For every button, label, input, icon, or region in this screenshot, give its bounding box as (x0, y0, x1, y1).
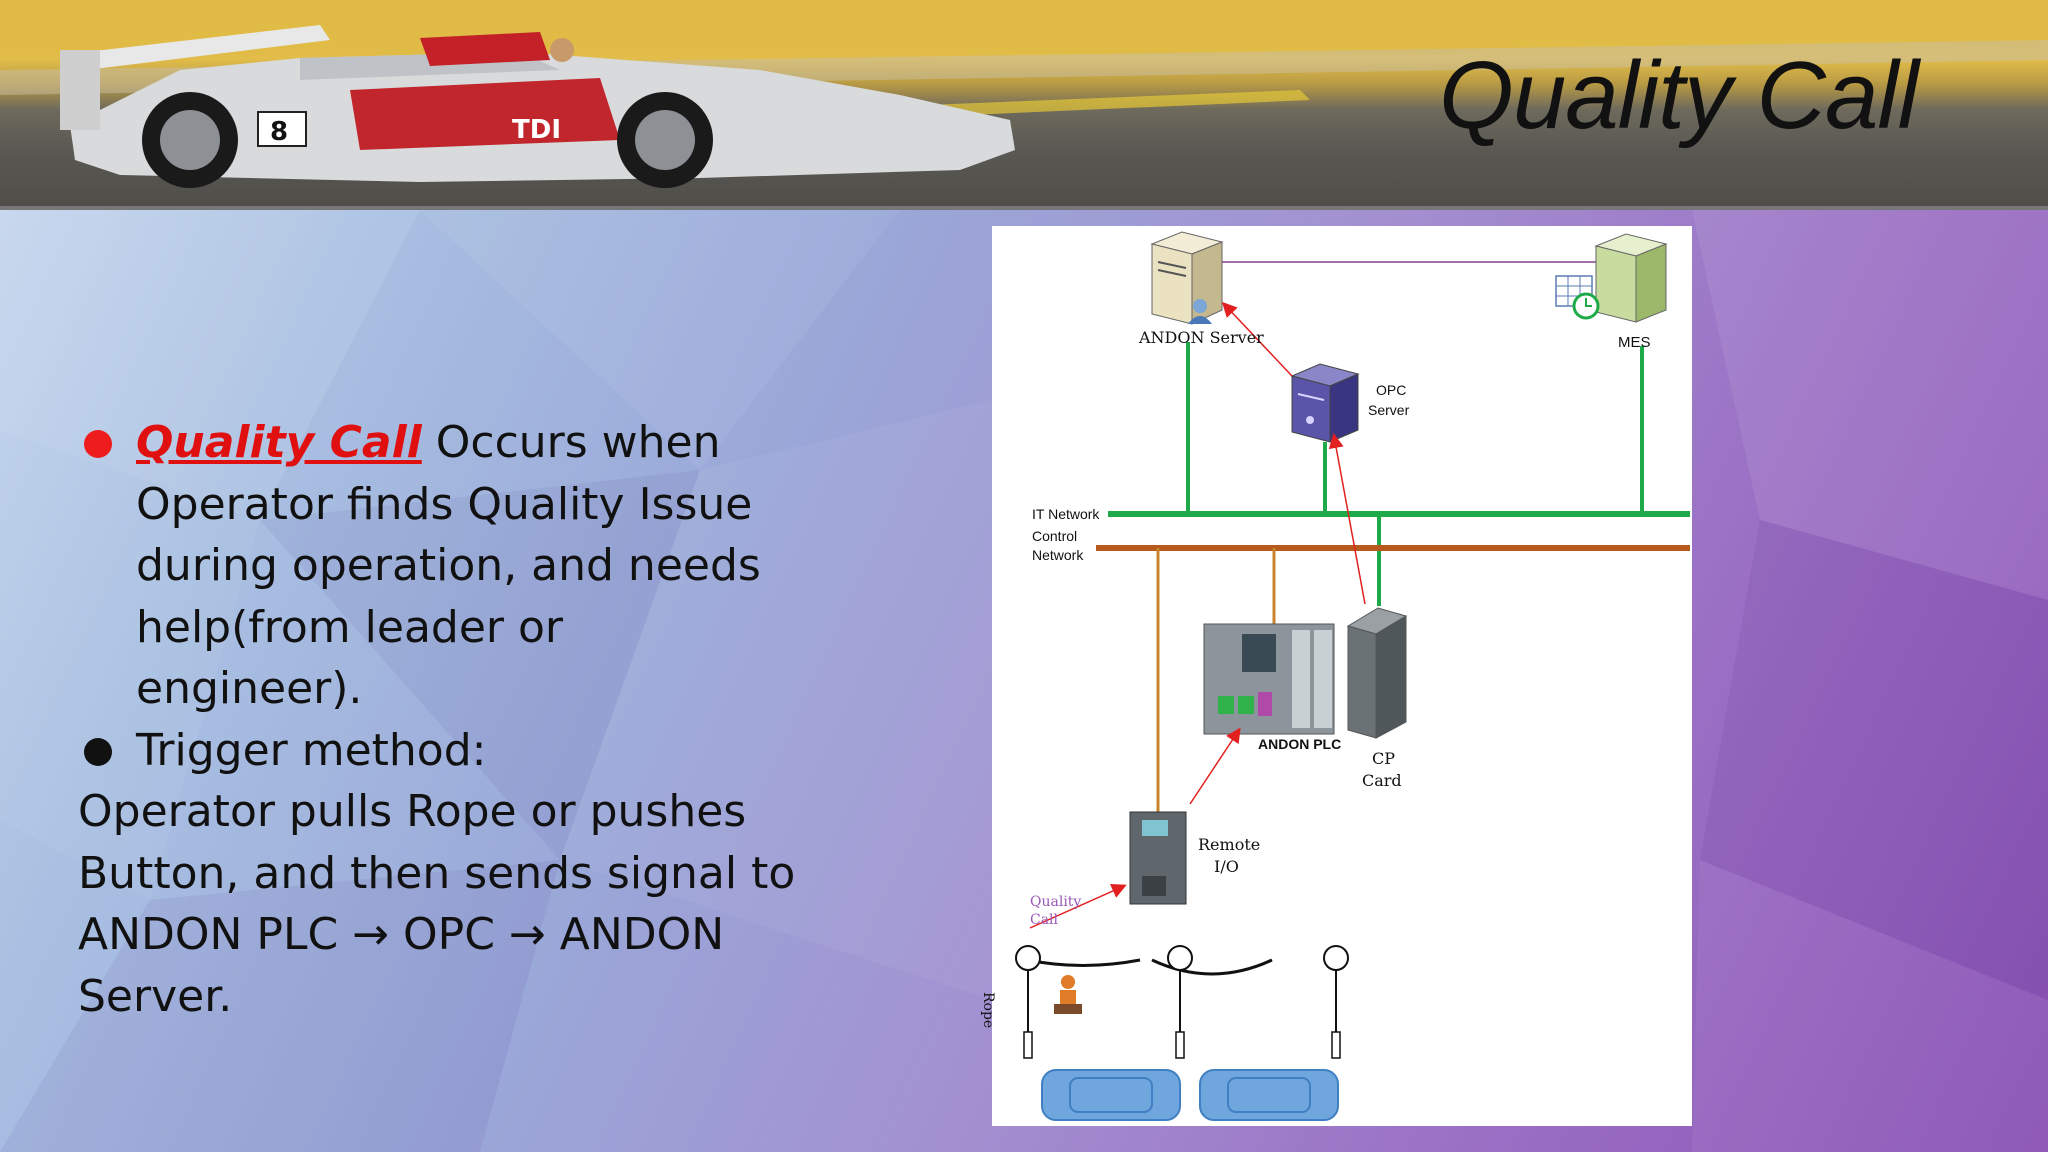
diagram-drawing (1015, 231, 1690, 1121)
paragraph-line: Server. (78, 970, 233, 1022)
andon-plc-icon (1203, 623, 1335, 735)
andon-plc-label: ANDON PLC (1258, 736, 1342, 752)
andon-server-label: ANDON Server (1139, 328, 1264, 347)
signal-arrow-opc-to-server (1221, 301, 1293, 377)
bullet-continuation: help(from leader or engineer). (136, 601, 564, 715)
svg-text:8: 8 (270, 117, 288, 147)
bullet-text-block: Quality Call Occurs when Operator finds … (78, 412, 798, 1027)
quality-call-label-line1: Quality (1030, 894, 1082, 910)
opc-label-line2: Server (1368, 402, 1410, 418)
remote-io-label-line2: I/O (1214, 857, 1239, 876)
trigger-method-label: Trigger method: (136, 724, 487, 776)
black-bullet-icon (84, 737, 112, 766)
bullet-trigger-method: Trigger method: (78, 720, 798, 782)
control-network-label-line1: Control (1032, 528, 1078, 544)
remote-io-icon (1129, 811, 1187, 905)
operator-icon (1054, 975, 1082, 1014)
red-bullet-icon (84, 430, 112, 458)
signal-arrow-io-to-plc (1189, 727, 1241, 805)
cp-card-label-line2: Card (1362, 771, 1402, 790)
signal-arrow-rope-to-io (1029, 884, 1127, 929)
quality-call-label-line2: Call (1030, 912, 1059, 928)
quality-call-keyword: Quality Call (136, 417, 422, 468)
opc-server-icon (1290, 363, 1360, 443)
andon-network-diagram: ANDON Server MES OPC Server IT Network C… (980, 226, 1692, 1126)
control-network-label-line2: Network (1032, 547, 1084, 563)
slide-title: Quality Call (1439, 42, 1919, 149)
header-banner: 8 TDI Quality Call (0, 0, 2048, 210)
signal-arrow-plc-to-opc (1328, 433, 1366, 605)
it-network-label: IT Network (1032, 506, 1100, 522)
paragraph-line: ANDON PLC → OPC → ANDON (78, 909, 725, 960)
remote-io-label-line1: Remote (1198, 835, 1261, 854)
bullet-continuation: during operation, and needs (136, 540, 761, 591)
paragraph-line: Button, and then sends signal to (78, 847, 796, 899)
mes-server-icon (1555, 233, 1668, 323)
opc-label-line1: OPC (1376, 382, 1407, 398)
svg-text:TDI: TDI (512, 115, 561, 145)
andon-server-icon (1150, 231, 1224, 325)
paragraph-line: Operator pulls Rope or pushes (78, 786, 747, 837)
bullet-continuation: Operator finds Quality Issue (136, 478, 753, 530)
banner-bottom-stripe (0, 206, 2048, 210)
bullet-quality-call: Quality Call Occurs when (78, 412, 798, 474)
rope-label: Rope (980, 992, 996, 1029)
car-icon (1041, 1069, 1181, 1121)
bullet-text: Occurs when (421, 417, 721, 468)
race-car-image: 8 TDI (0, 0, 2048, 188)
cp-card-label-line1: CP (1372, 749, 1396, 768)
rope-icon (1015, 945, 1349, 1059)
mes-label: MES (1618, 334, 1651, 351)
cp-card-icon (1346, 607, 1408, 739)
car-icon (1199, 1069, 1339, 1121)
